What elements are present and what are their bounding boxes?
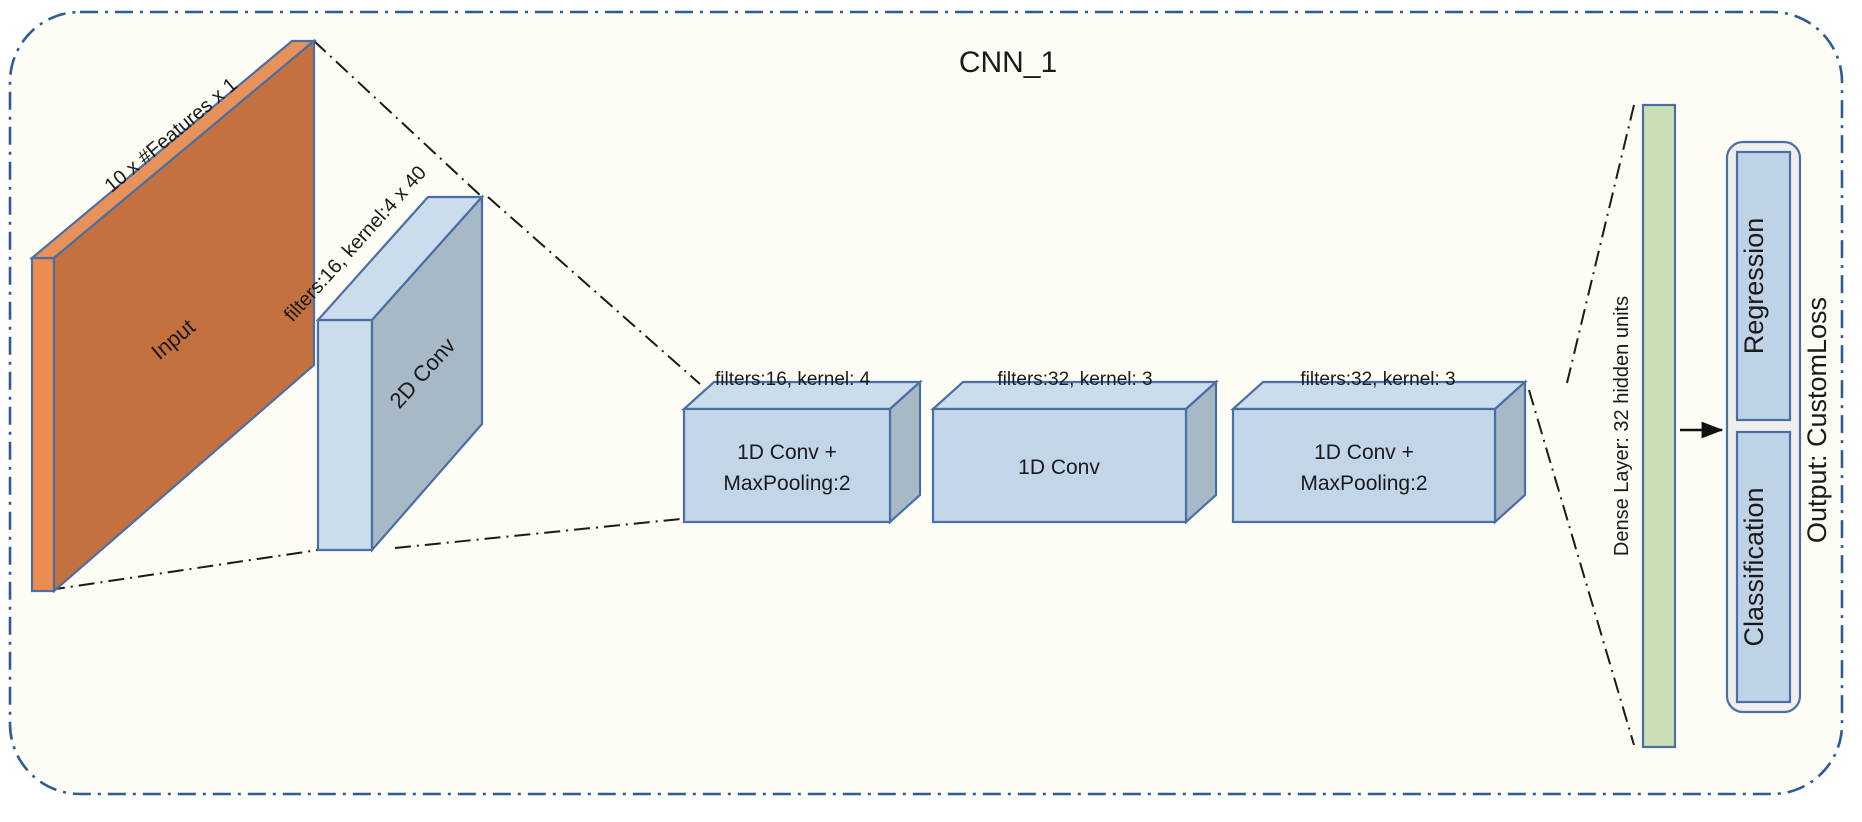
output-head-classification-label: Classification [1739, 487, 1769, 646]
dense-layer-label: Dense Layer: 32 hidden units [1611, 296, 1633, 556]
conv1d-block-1-label-line1: 1D Conv + [737, 441, 837, 464]
lead-line-dense-top [1566, 104, 1635, 384]
conv1d-block-1: filters:16, kernel: 4 1D Conv + MaxPooli… [681, 369, 923, 525]
output-group-label: Output: CustomLoss [1802, 297, 1832, 543]
conv1d-block-3-label-line2: MaxPooling:2 [1300, 472, 1427, 495]
conv1d-block-1-param-label: filters:16, kernel: 4 [715, 369, 871, 390]
lead-line-input-bottom [48, 549, 319, 591]
conv1d-block-3-label-line1: 1D Conv + [1314, 441, 1414, 464]
input-block-side-face [30, 256, 56, 593]
conv2d-block-side-face [316, 318, 374, 552]
output-head-regression-label: Regression [1739, 218, 1769, 355]
lead-line-dense-bottom [1528, 389, 1635, 746]
conv2d-block-front-face [370, 194, 484, 553]
lead-line-conv2d-bottom [394, 516, 701, 549]
output-group: Regression Classification Output: Custom… [1725, 140, 1832, 714]
conv1d-block-2-param-label: filters:32, kernel: 3 [997, 369, 1152, 390]
output-head-classification [1735, 430, 1792, 704]
conv1d-block-2-label-line1: 1D Conv [1018, 456, 1100, 479]
conv1d-block-3-param-label: filters:32, kernel: 3 [1300, 369, 1455, 390]
page-title: CNN_1 [959, 46, 1057, 79]
conv1d-block-1-front-face [682, 407, 892, 524]
conv1d-block-2-front-face [931, 407, 1188, 524]
dense-layer: Dense Layer: 32 hidden units [1611, 103, 1677, 749]
conv1d-block-3-front-face [1231, 407, 1497, 524]
lead-line-input-top [313, 40, 483, 198]
conv1d-block-3: filters:32, kernel: 3 1D Conv + MaxPooli… [1230, 369, 1528, 525]
conv1d-block-2: filters:32, kernel: 3 1D Conv [930, 369, 1219, 525]
dense-layer-bar [1641, 103, 1677, 749]
input-block-front-face [52, 38, 316, 594]
conv1d-block-1-label-line2: MaxPooling:2 [723, 472, 850, 495]
output-head-regression [1735, 150, 1792, 422]
input-block: 10 x #Features x 1 Input [28, 38, 318, 594]
